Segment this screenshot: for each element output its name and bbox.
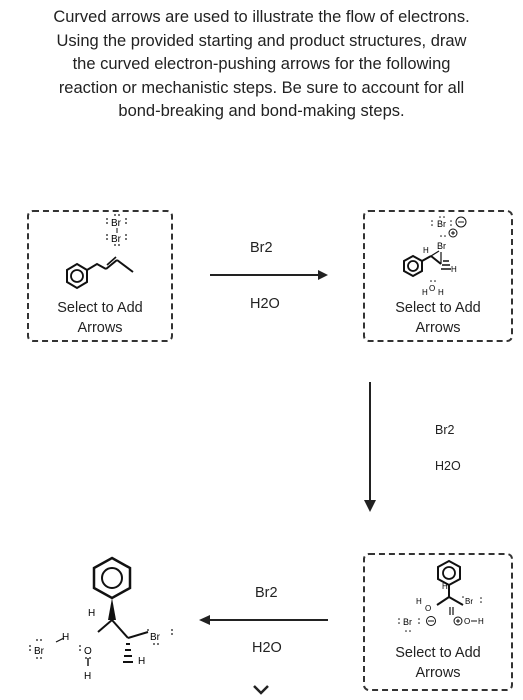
starting-structure: Br Br: [66, 214, 134, 290]
instruction-line: the curved electron-pushing arrows for t…: [72, 55, 451, 73]
svg-text:Br: Br: [437, 241, 446, 251]
svg-text:Br: Br: [34, 646, 45, 657]
instruction-line: Using the provided starting and product …: [56, 31, 467, 50]
chevron-down-icon[interactable]: [252, 684, 270, 696]
svg-text:O: O: [84, 646, 92, 657]
svg-text:H: H: [62, 632, 69, 643]
arrow-drawing-box-step-1[interactable]: Br Br Select to Add Arrows: [27, 210, 173, 342]
arrow-drawing-box-step-3[interactable]: H Br H O O H Br Select to Add: [363, 553, 513, 691]
reagent-top: Br2: [255, 585, 278, 601]
box-label: Select to Add Arrows: [395, 300, 481, 336]
arrow-drawing-box-step-2[interactable]: Br Br H H: [363, 210, 513, 342]
svg-text:O: O: [464, 617, 470, 626]
svg-text:H: H: [88, 608, 95, 619]
svg-text:H: H: [423, 246, 429, 255]
reagent-bottom: H2O: [252, 640, 282, 656]
box-label: Select to Add Arrows: [395, 645, 481, 681]
product-structure: H Br H O H H Br: [29, 556, 173, 682]
intermediate-structure: Br Br H H: [403, 216, 467, 297]
reagent-top: Br2: [250, 240, 273, 256]
svg-text:O: O: [429, 284, 435, 293]
reagent-bottom: H2O: [435, 459, 461, 473]
right-arrow-icon: [210, 270, 328, 280]
svg-text:Br: Br: [403, 617, 412, 627]
svg-text:H: H: [138, 656, 145, 667]
svg-text:H: H: [84, 671, 91, 682]
svg-text:H: H: [422, 288, 428, 297]
svg-text:H: H: [438, 288, 444, 297]
svg-text:H: H: [442, 582, 448, 591]
svg-text:H: H: [478, 617, 484, 626]
down-arrow-icon: [364, 382, 376, 512]
reagent-bottom: H2O: [250, 296, 280, 312]
svg-text:Br: Br: [465, 597, 473, 606]
svg-text:H: H: [451, 265, 457, 274]
atom-br: Br: [111, 234, 122, 245]
svg-text:Br: Br: [437, 219, 446, 229]
instruction-line: reaction or mechanistic steps. Be sure t…: [58, 78, 465, 97]
instructions: Curved arrows are used to illustrate the…: [10, 6, 513, 124]
svg-text:Br: Br: [150, 632, 161, 643]
svg-text:O: O: [425, 604, 431, 613]
svg-text:H: H: [416, 597, 422, 606]
oxonium-structure: H Br H O O H Br: [398, 559, 484, 632]
instruction-line: Curved arrows are used to illustrate the…: [53, 8, 470, 26]
instruction-line: bond-breaking and bond-making steps.: [118, 102, 405, 120]
left-arrow-icon: [199, 615, 328, 625]
reagent-top: Br2: [435, 423, 455, 437]
box-label: Select to Add Arrows: [57, 300, 143, 336]
atom-br: Br: [111, 218, 122, 229]
